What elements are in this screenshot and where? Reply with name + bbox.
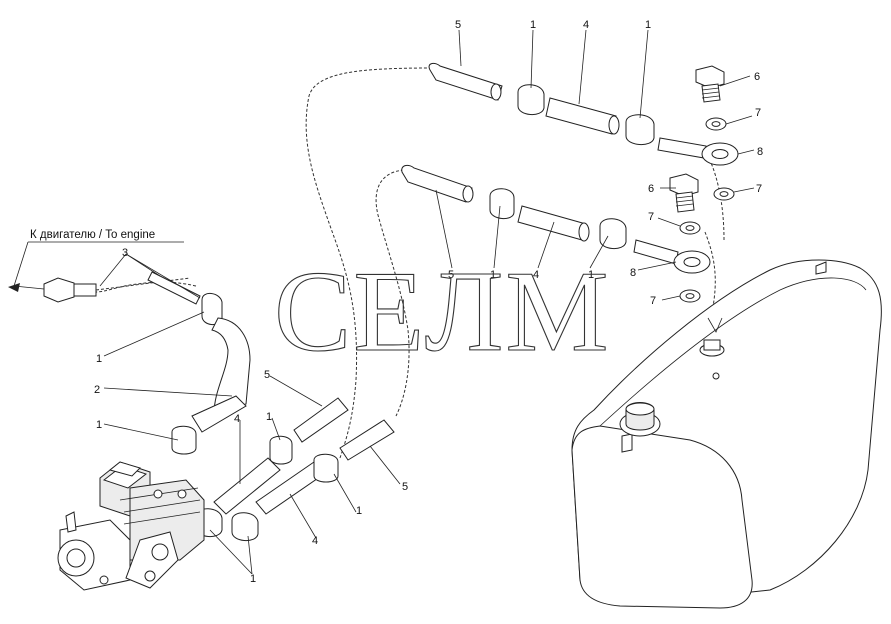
clamp-1-lower-left [171,425,197,455]
callout-1-upper-left: 1 [96,353,102,365]
washer-7-mid-left [679,221,701,235]
callout-1-middle: 1 [266,411,272,423]
leader-lines [99,29,755,575]
washer-7-mid-right [713,187,735,201]
pipe-5-lower [339,419,395,461]
callout-4-lower: 4 [312,535,318,547]
callout-7-mid-right: 7 [756,183,762,195]
callout-1-top-a: 1 [530,19,536,31]
callout-1-lower-left: 1 [96,419,102,431]
pipe-4-middle [213,457,281,515]
callout-5-second: 5 [448,269,454,281]
callout-7-mid-left: 7 [648,211,654,223]
clamp-1-lower-b [231,512,259,541]
pipe-4-top [545,97,620,135]
pipe-5-top [428,62,503,101]
engine-arrow [8,241,184,292]
clamp-1-top-b [625,114,655,145]
clamp-1-top-a [517,84,545,115]
callout-5-lower: 5 [402,481,408,493]
washer-7-top [705,117,727,131]
callout-4-middle: 4 [234,413,240,425]
callout-5-middle: 5 [264,369,270,381]
hose-2-lower [191,395,247,433]
washer-7-lower [679,289,701,303]
pipe-4-second [517,205,590,242]
small-pipe-3 [147,271,201,305]
pipe-5-middle [293,397,349,443]
fuel-tank [571,259,882,609]
callout-1-second-a: 1 [490,269,496,281]
callout-7-lower: 7 [650,295,656,307]
callout-2: 2 [94,384,100,396]
hose-2-bent [211,317,251,415]
dashed-routing-lines [95,67,725,459]
clamp-1-right-lower [313,453,339,483]
clamp-1-second-a [489,188,515,219]
clamp-1-middle [269,435,293,465]
callout-7-top: 7 [755,107,761,119]
callout-6-top: 6 [754,71,760,83]
callout-1-lower-pair: 1 [250,573,256,585]
callout-1-second-b: 1 [588,269,594,281]
pipe-5-second [401,164,474,203]
callout-8-top: 8 [757,146,763,158]
callout-6-second: 6 [648,183,654,195]
callout-4-second: 4 [533,269,539,281]
engine-fitting [43,277,191,303]
bolt-6-top [695,65,725,103]
clamp-1-upper-left [201,293,223,325]
callout-5-top: 5 [455,19,461,31]
callout-3: 3 [122,247,128,259]
banjo-8-second [633,239,711,274]
engine-label: К двигателю / To engine [30,229,155,241]
callout-labels: 5 1 4 1 6 7 8 6 7 7 8 7 5 1 4 1 3 1 2 1 … [94,19,763,585]
callout-1-top-b: 1 [645,19,651,31]
watermark: СЕЛМ [274,248,611,376]
fuel-filter-assembly [57,461,205,591]
callout-1-right-lower: 1 [356,505,362,517]
bolt-6-second [669,173,699,213]
callout-4-top: 4 [583,19,589,31]
banjo-8-top [657,137,739,166]
callout-8-second: 8 [630,267,636,279]
